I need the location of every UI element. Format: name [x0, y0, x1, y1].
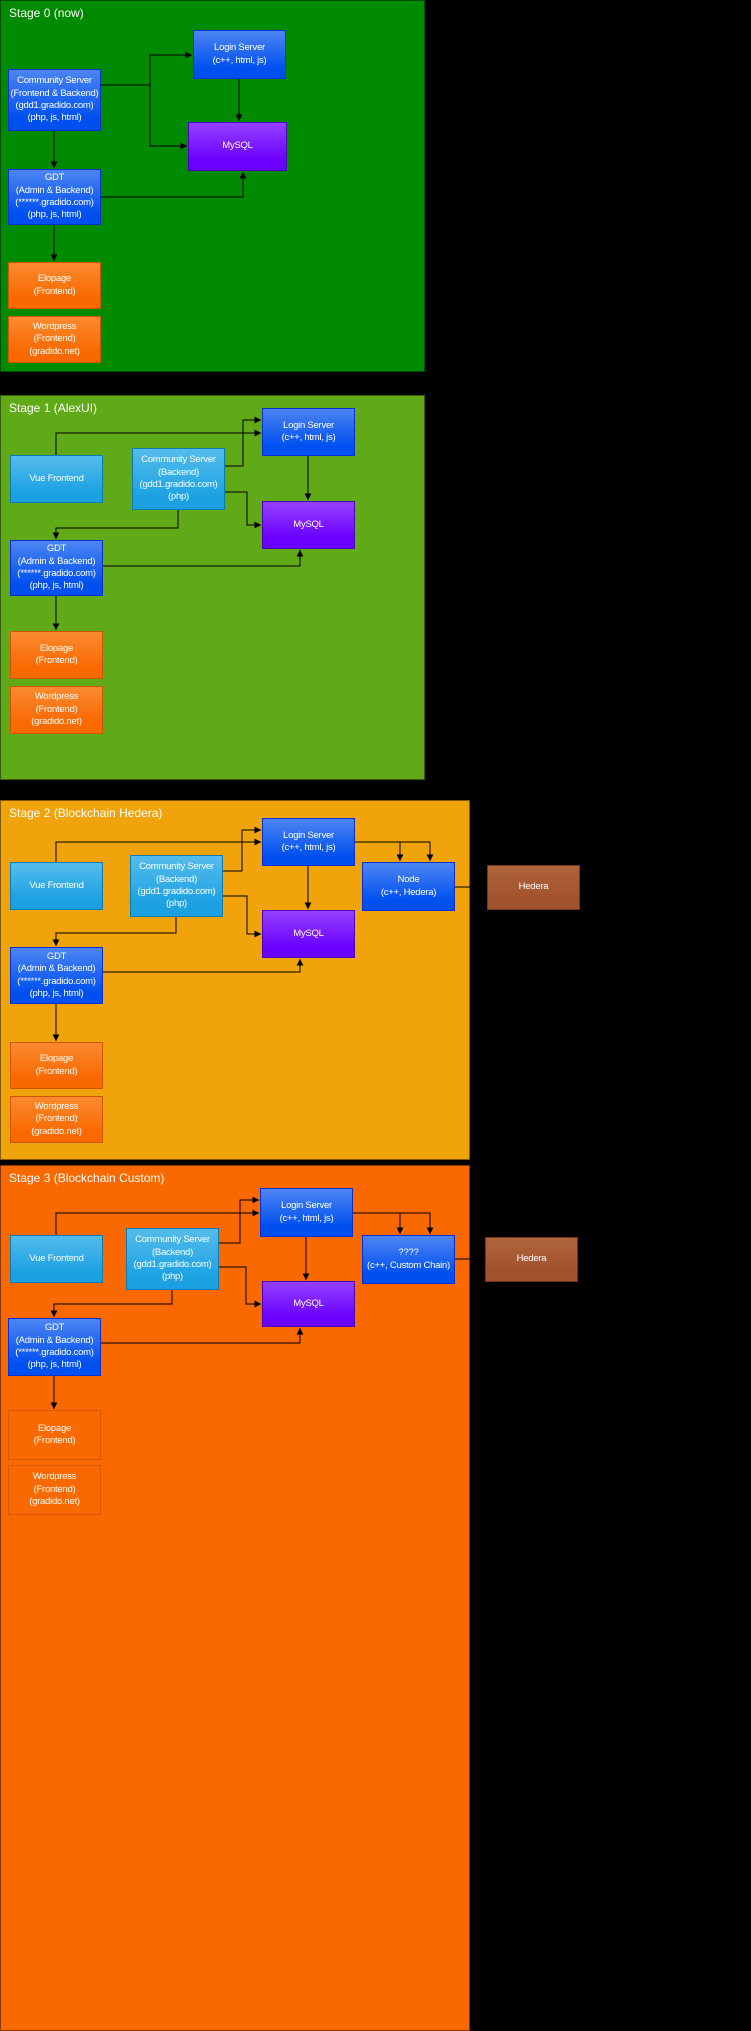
stage3-wordpress-node: Wordpress (Frontend) (gradido.net)	[8, 1465, 101, 1515]
stage1-elopage-node: Elopage (Frontend)	[10, 631, 103, 679]
stage-0-title: Stage 0 (now)	[9, 6, 84, 20]
stage3-elopage-node: Elopage (Frontend)	[8, 1410, 101, 1460]
stage2-wordpress-node: Wordpress (Frontend) (gradido.net)	[10, 1096, 103, 1143]
stage3-vue-frontend-node: Vue Frontend	[10, 1235, 103, 1283]
stage3-community-server-node: Community Server (Backend) (gdd1.gradido…	[126, 1228, 219, 1290]
stage1-vue-frontend-node: Vue Frontend	[10, 455, 103, 503]
stage3-mysql-node: MySQL	[262, 1281, 355, 1327]
stage1-mysql-node: MySQL	[262, 501, 355, 549]
stage2-community-server-node: Community Server (Backend) (gdd1.gradido…	[130, 855, 223, 917]
stage1-gdt-node: GDT (Admin & Backend) (******.gradido.co…	[10, 540, 103, 596]
stage2-hedera-node: Hedera	[487, 865, 580, 910]
stage3-custom-chain-node: ???? (c++, Custom Chain)	[362, 1235, 455, 1284]
stage2-hedera-node-node: Node (c++, Hedera)	[362, 862, 455, 911]
stage0-wordpress-node: Wordpress (Frontend) (gradido.net)	[8, 316, 101, 363]
stage2-elopage-node: Elopage (Frontend)	[10, 1042, 103, 1089]
stage0-elopage-node: Elopage (Frontend)	[8, 262, 101, 309]
stage1-community-server-node: Community Server (Backend) (gdd1.gradido…	[132, 448, 225, 510]
stage3-gdt-node: GDT (Admin & Backend) (******.gradido.co…	[8, 1318, 101, 1376]
stage2-login-server-node: Login Server (c++, html, js)	[262, 818, 355, 866]
stage1-login-server-node: Login Server (c++, html, js)	[262, 408, 355, 456]
stage0-login-server-node: Login Server (c++, html, js)	[193, 30, 286, 79]
stage0-mysql-node: MySQL	[188, 122, 287, 171]
stage-2-title: Stage 2 (Blockchain Hedera)	[9, 806, 163, 820]
stage0-community-server-node: Community Server (Frontend & Backend) (g…	[8, 69, 101, 131]
stage-3-title: Stage 3 (Blockchain Custom)	[9, 1171, 165, 1185]
stage2-vue-frontend-node: Vue Frontend	[10, 862, 103, 910]
stage2-mysql-node: MySQL	[262, 910, 355, 958]
stage0-gdt-node: GDT (Admin & Backend) (******.gradido.co…	[8, 169, 101, 225]
stage-1-title: Stage 1 (AlexUI)	[9, 401, 98, 415]
stage3-login-server-node: Login Server (c++, html, js)	[260, 1188, 353, 1237]
stage2-gdt-node: GDT (Admin & Backend) (******.gradido.co…	[10, 947, 103, 1004]
stage-3-panel: Stage 3 (Blockchain Custom)	[0, 1165, 470, 2031]
stage1-wordpress-node: Wordpress (Frontend) (gradido.net)	[10, 686, 103, 734]
stage3-hedera-node: Hedera	[485, 1237, 578, 1282]
